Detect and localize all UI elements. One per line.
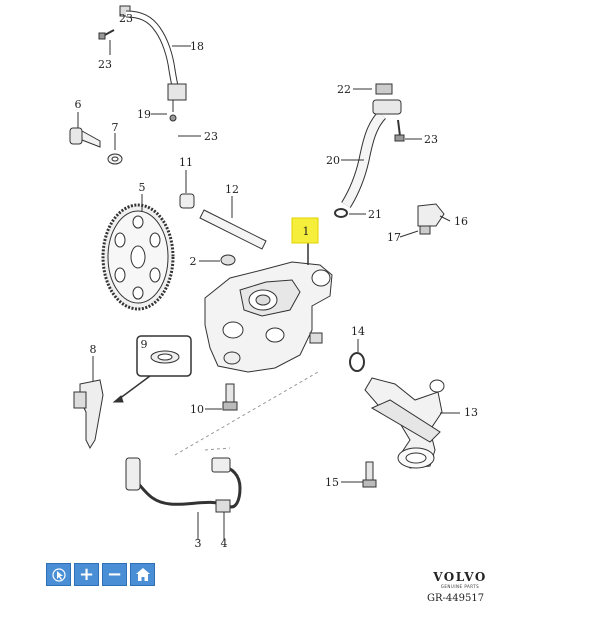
leader-lines — [77, 40, 460, 540]
inset-box — [112, 335, 192, 403]
brand-subtitle: GENUINE PARTS — [440, 584, 480, 589]
ring-part — [107, 153, 123, 165]
callout-11[interactable]: 11 — [179, 156, 193, 169]
callout-15[interactable]: 15 — [325, 476, 339, 489]
callout-10[interactable]: 10 — [190, 403, 204, 416]
rod-part — [199, 209, 267, 250]
callout-23[interactable]: 23 — [424, 133, 438, 146]
callout-14[interactable]: 14 — [351, 325, 365, 338]
bolt-part — [362, 461, 377, 488]
zoom-in-button[interactable]: + — [74, 563, 99, 586]
callout-8[interactable]: 8 — [90, 343, 97, 356]
callout-6[interactable]: 6 — [75, 98, 82, 111]
gear-part — [101, 203, 175, 311]
bolt-part — [98, 29, 115, 40]
callout-labels: 1 2 3 4 5 6 7 8 9 10 11 12 13 14 15 16 1… — [75, 12, 479, 550]
highlight-box — [291, 217, 319, 244]
callout-1[interactable]: 1 — [303, 225, 310, 238]
callout-16[interactable]: 16 — [454, 215, 468, 228]
seal-part — [220, 254, 236, 266]
bolt-part — [222, 383, 238, 411]
callout-9[interactable]: 9 — [141, 338, 148, 351]
diagram-code: GR-449517 — [427, 593, 485, 604]
callout-21[interactable]: 21 — [368, 208, 382, 221]
sensor-part — [417, 203, 445, 235]
oil-tube-part — [341, 83, 402, 208]
zoom-in-icon: + — [78, 563, 95, 585]
zoom-out-button[interactable]: − — [102, 563, 127, 586]
home-button[interactable] — [130, 563, 155, 586]
plug-part — [73, 379, 104, 450]
brand-logo: VOLVO GENUINE PARTS — [430, 570, 490, 589]
callout-20[interactable]: 20 — [326, 154, 340, 167]
oil-pipe-part — [119, 5, 187, 122]
callout-3[interactable]: 3 — [195, 537, 202, 550]
callout-4[interactable]: 4 — [221, 537, 228, 550]
bolt-part — [394, 119, 405, 142]
home-icon — [135, 568, 150, 581]
callout-7[interactable]: 7 — [112, 121, 119, 134]
cursor-icon — [51, 567, 66, 582]
oil-pump-part — [204, 261, 333, 373]
callout-23[interactable]: 23 — [98, 58, 112, 71]
callout-5[interactable]: 5 — [139, 181, 146, 194]
callout-17[interactable]: 17 — [387, 231, 401, 244]
shaft-part — [69, 127, 101, 148]
zoom-out-icon: − — [106, 563, 123, 585]
callout-19[interactable]: 19 — [137, 108, 151, 121]
callout-13[interactable]: 13 — [464, 406, 478, 419]
callout-22[interactable]: 22 — [337, 83, 351, 96]
wiring-harness-part — [125, 457, 242, 513]
o-ring-part — [334, 208, 348, 218]
select-tool-button[interactable] — [46, 563, 71, 586]
brand-name: VOLVO — [433, 570, 487, 584]
bushing-part — [179, 193, 195, 209]
strainer-part — [364, 377, 445, 469]
callout-23[interactable]: 23 — [204, 130, 218, 143]
callout-18[interactable]: 18 — [190, 40, 204, 53]
callout-23[interactable]: 23 — [119, 12, 133, 25]
callout-12[interactable]: 12 — [225, 183, 239, 196]
callout-2[interactable]: 2 — [190, 255, 197, 268]
reference-line — [174, 371, 319, 456]
o-ring-part — [349, 352, 365, 372]
diagram-toolbar: + − — [46, 563, 155, 586]
